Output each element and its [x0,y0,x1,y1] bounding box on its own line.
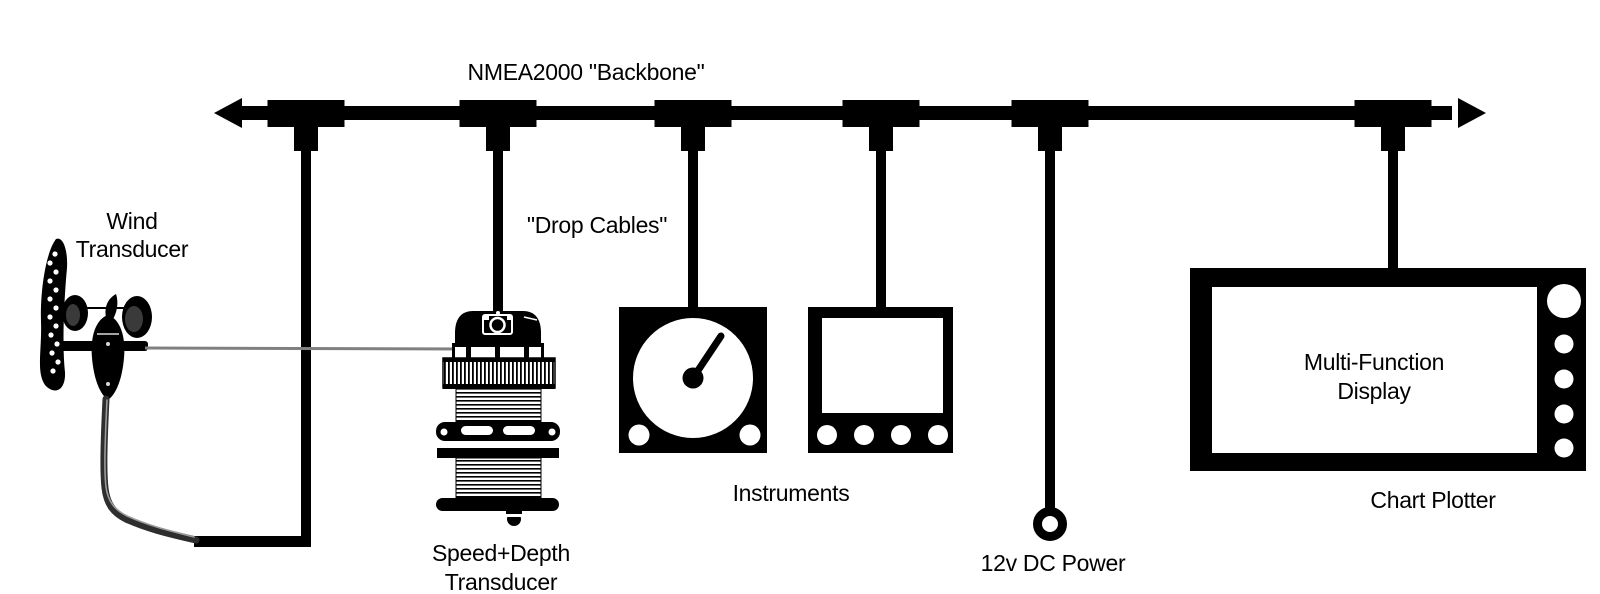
t-connector-1 [267,100,345,151]
backbone-label: NMEA2000 "Backbone" [468,59,705,85]
instrument-digital-display [808,307,953,453]
drop-cable-power [1045,150,1055,508]
mfd-screen [1212,287,1537,453]
drop-cable-digital-instrument [876,150,886,308]
transducer-threads-upper [455,388,542,423]
drop-cable-mfd [1388,150,1398,269]
speed-depth-label-line1: Speed+Depth [432,540,570,566]
instruments-label: Instruments [733,480,850,506]
transducer-connector [482,314,538,335]
mfd-screen-text-line1: Multi-Function [1304,349,1444,375]
drop-cables-label: "Drop Cables" [527,212,667,238]
transducer-gap [436,441,560,448]
dc-power: 12v DC Power [981,507,1126,576]
wind-vane-holes [47,251,61,374]
mfd-buttons [1547,284,1581,458]
transducer-threads-lower [455,457,542,499]
transducer-band [437,448,559,458]
t-connector-6 [1354,100,1432,151]
drop-cable-wind-horizontal [194,536,311,547]
wind-wand-needle [144,346,473,351]
transducer-dome [455,311,541,345]
drop-cable-gauge [688,150,698,308]
gauge-hub [682,367,704,389]
digital-buttons [817,425,948,445]
backbone-right-arrow-icon [1458,98,1486,128]
transducer-dome-base [452,343,544,347]
backbone-line [230,106,1452,120]
gauge-button-left [628,424,650,446]
wind-transducer-label-line2: Transducer [76,236,189,262]
transducer-locking-nut [442,357,556,389]
anemometer-cup-right [122,296,152,338]
gauge-button-right [739,424,761,446]
wind-sensor-body [91,315,125,400]
wind-transducer-label-line1: Wind [106,208,157,234]
wind-vane-fin [39,238,68,391]
anemometer-cup-left [62,295,88,331]
transducer-flange [436,422,560,441]
speed-depth-label-line2: Transducer [445,569,558,594]
instrument-analog-gauge [619,307,767,453]
t-connector-3 [654,100,732,151]
t-connector-2 [459,100,537,151]
mfd-screen-text-line2: Display [1337,378,1411,404]
transducer-posts [452,347,544,358]
chart-plotter-label: Chart Plotter [1370,487,1496,513]
speed-depth-transducer: Speed+Depth Transducer [432,311,570,594]
mfd-power-button [1547,284,1581,318]
wind-body-tail [105,294,118,322]
transducer-tip [506,510,522,526]
backbone-left-arrow-icon [214,98,242,128]
wind-transducer: Wind Transducer [39,208,473,544]
t-connector-5 [1011,100,1089,151]
wind-mounting-tube [100,395,200,544]
transducer-bottom-flange [436,498,559,511]
digital-screen [822,318,943,413]
power-ring-terminal [1033,507,1067,541]
multi-function-display: Multi-Function Display Chart Plotter [1190,268,1586,513]
drop-cable-speed-depth [493,150,503,313]
dc-power-label: 12v DC Power [981,550,1126,576]
t-connector-4 [842,100,920,151]
